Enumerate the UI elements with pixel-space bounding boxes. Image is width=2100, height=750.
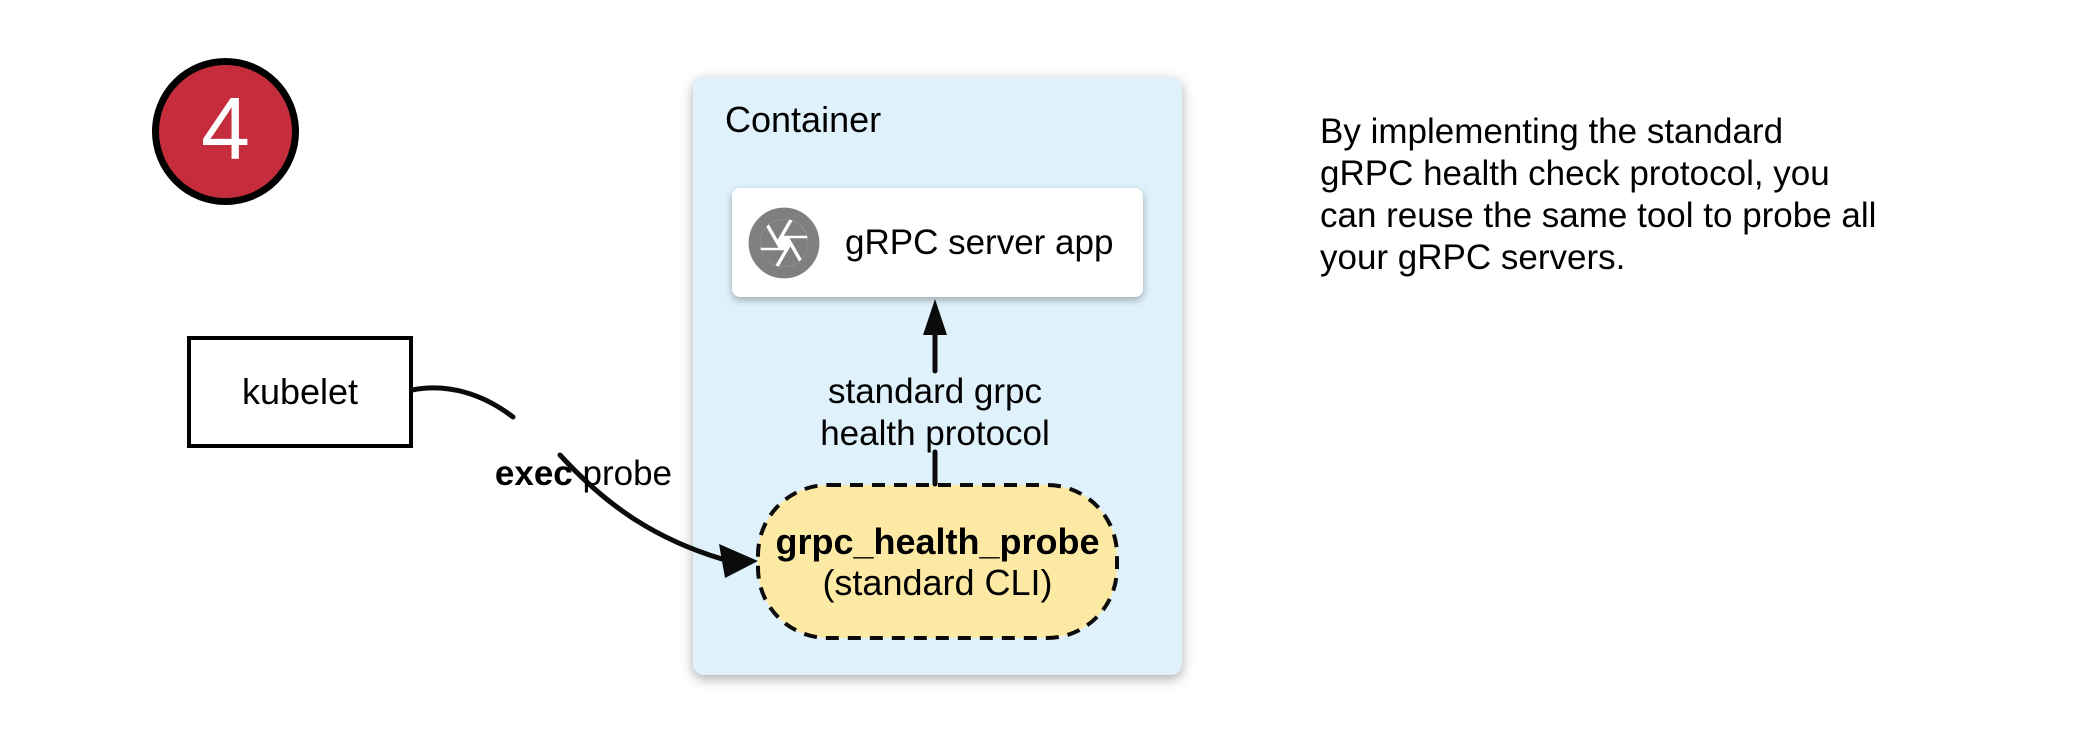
- aperture-icon: [748, 207, 820, 279]
- note-text: By implementing the standard gRPC health…: [1320, 112, 1877, 277]
- grpc-server-box: gRPC server app: [732, 188, 1143, 297]
- kubelet-box: kubelet: [187, 336, 413, 448]
- step-badge: 4: [152, 58, 299, 205]
- probe-subtitle: (standard CLI): [822, 561, 1053, 603]
- exec-probe-label-bold: exec: [494, 454, 573, 493]
- kubelet-arrow-segment-1: [409, 385, 516, 420]
- step-number: 4: [201, 78, 250, 178]
- kubelet-label: kubelet: [241, 371, 359, 412]
- grpc-server-label: gRPC server app: [845, 222, 1114, 262]
- probe-pill-shape: [756, 483, 1119, 640]
- protocol-arrowhead: [923, 299, 947, 335]
- protocol-label: standard grpc health protocol: [820, 372, 1050, 453]
- probe-pill: grpc_health_probe (standard CLI): [758, 485, 1117, 638]
- probe-name: grpc_health_probe: [775, 520, 1100, 562]
- kubelet-arrowhead: [719, 544, 758, 578]
- exec-probe-label-rest: probe: [572, 454, 673, 493]
- kubelet-arrow-segment-2: [557, 452, 725, 562]
- exec-probe-label: exec probe: [456, 414, 672, 534]
- container-label: Container: [725, 99, 882, 140]
